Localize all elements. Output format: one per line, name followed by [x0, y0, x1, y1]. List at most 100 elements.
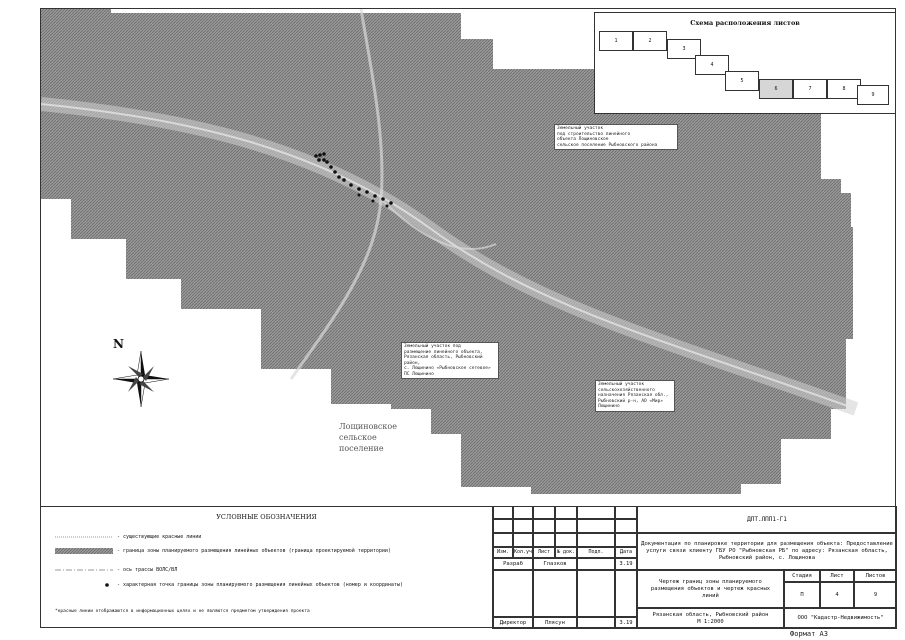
callout-parcel-3: Земельный участок сельскохозяйственного … [595, 380, 675, 412]
callout-parcel-2: Земельный участок под размещение линейно… [401, 342, 499, 379]
rev-cell [615, 533, 637, 547]
scale-text: М 1:2000 [697, 618, 724, 625]
compass-rose-icon [112, 350, 170, 408]
rev-cell [533, 533, 555, 547]
callout-line: Земельный участок [557, 126, 604, 131]
rev-cell [533, 506, 555, 519]
rev-cell [555, 506, 577, 519]
rev-cell [493, 519, 513, 533]
header-list: Лист [533, 547, 555, 558]
director-date: 3.19 [615, 617, 637, 629]
scheme-sheet-6: 6 [759, 79, 793, 99]
location-text: Рязанская область, Рыбновский район [652, 611, 769, 618]
scheme-sheet-5: 5 [725, 71, 759, 91]
header-date: Дата [615, 547, 637, 558]
rev-cell [577, 506, 615, 519]
sign-empty [577, 570, 615, 617]
director-sign [577, 617, 615, 629]
company: ООО "Кадастр-Недвижимость" [784, 608, 897, 629]
header-doc: № док. [555, 547, 577, 558]
scheme-sheet-9: 9 [857, 85, 889, 105]
header-izm: Изм. [493, 547, 513, 558]
sign-empty [533, 570, 577, 617]
callout-line: Земельный участок под [404, 344, 461, 349]
road-line [41, 103, 857, 410]
rev-cell [555, 533, 577, 547]
header-podp: Подп. [577, 547, 615, 558]
legend-text: - характерная точка границы зоны планиру… [117, 582, 403, 588]
legend-row-boundary: - граница зоны планируемого размещения л… [55, 548, 475, 554]
callout-line: Земельный участок [598, 382, 645, 387]
settlement-line: сельское [339, 433, 377, 442]
stage-header: Стадия [784, 570, 820, 582]
rev-cell [555, 519, 577, 533]
scheme-sheet-8: 8 [827, 79, 861, 99]
north-label: N [113, 337, 124, 351]
developer-sign [577, 558, 615, 570]
scheme-sheet-7: 7 [793, 79, 827, 99]
legend-row-point: - характерная точка границы зоны планиру… [55, 582, 475, 588]
rev-cell [513, 533, 533, 547]
boundary-points [314, 152, 393, 208]
scheme-sheet-3: 3 [667, 39, 701, 59]
rev-cell [577, 519, 615, 533]
callout-line: с. Лощинино «Рыбновское сетевое» [404, 366, 491, 371]
settlement-line: поселение [339, 444, 384, 453]
callout-line: Рыбновский р-н, АО «Мир» [598, 398, 664, 404]
callout-line: назначения Рязанская обл., [598, 393, 669, 398]
rev-cell [493, 506, 513, 519]
legend-title: УСЛОВНЫЕ ОБОЗНАЧЕНИЯ [216, 513, 317, 521]
sign-empty [615, 570, 637, 617]
legend-text: - существующие красные линии [117, 534, 202, 540]
legend-row-red-lines: - существующие красные линии [55, 534, 201, 540]
rev-cell [513, 519, 533, 533]
callout-line: под строительство линейного [557, 131, 631, 137]
callout-line: размещение линейного объекта, [404, 349, 483, 355]
legend-text: - ось трассы ВОЛС/ВЛ [117, 567, 178, 573]
director-name: Плясун [533, 617, 577, 629]
document-title: Документация по планировке территории дл… [637, 533, 897, 570]
rev-cell [577, 533, 615, 547]
header-kol: Кол.уч [513, 547, 533, 558]
rev-cell [493, 533, 513, 547]
developer-date: 3.19 [615, 558, 637, 570]
developer-name: Глазков [533, 558, 577, 570]
settlement-label: Лощиновское сельское поселение [339, 421, 397, 454]
callout-line: Рязанская область, Рыбновский район, [404, 355, 483, 366]
sheet-value: 4 [820, 582, 854, 608]
sheets-header: Листов [854, 570, 897, 582]
rev-cell [615, 506, 637, 519]
location-block: Рязанская область, Рыбновский район М 1:… [637, 608, 784, 629]
scheme-sheet-4: 4 [695, 55, 729, 75]
title-block: Изм. Кол.уч Лист № док. Подп. Дата Разра… [493, 506, 897, 629]
rev-cell [513, 506, 533, 519]
sheet-layout-scheme: Схема расположения листов 1 2 3 4 5 6 7 … [594, 12, 896, 114]
scheme-title: Схема расположения листов [690, 19, 800, 27]
paper-format: Формат А3 [790, 630, 828, 638]
drawing-sheet: N Земельный участок под строительство ли… [40, 8, 897, 629]
side-road-2 [380, 198, 497, 250]
scheme-sheet-2: 2 [633, 31, 667, 51]
legend: УСЛОВНЫЕ ОБОЗНАЧЕНИЯ - существующие крас… [41, 506, 493, 629]
callout-line: объекта Лощиновское [557, 137, 609, 142]
legend-text: - граница зоны планируемого размещения л… [117, 548, 391, 554]
scheme-sheet-1: 1 [599, 31, 633, 51]
settlement-line: Лощиновское [339, 422, 397, 431]
sheets-value: 9 [854, 582, 897, 608]
legend-note: *красные линии отображаются в информацио… [55, 609, 310, 614]
stage-value: П [784, 582, 820, 608]
director-role: Директор [493, 617, 533, 629]
callout-line: Лощинино [598, 404, 620, 409]
rev-cell [615, 519, 637, 533]
sheet-header: Лист [820, 570, 854, 582]
callout-line: ПС Лощинино [404, 371, 434, 377]
sign-empty [493, 570, 533, 617]
callout-line: сельскохозяйственного [598, 387, 655, 393]
rev-cell [533, 519, 555, 533]
drawing-title: Чертеж границ зоны планируемого размещен… [637, 570, 784, 608]
legend-row-axis: - ось трассы ВОЛС/ВЛ [55, 567, 177, 573]
callout-line: сельское поселение Рыбновского района [557, 142, 658, 148]
developer-role: Разраб [493, 558, 533, 570]
document-code: ДПТ.ЛПП1-Г1 [637, 506, 897, 533]
callout-parcel-1: Земельный участок под строительство лине… [554, 124, 678, 150]
